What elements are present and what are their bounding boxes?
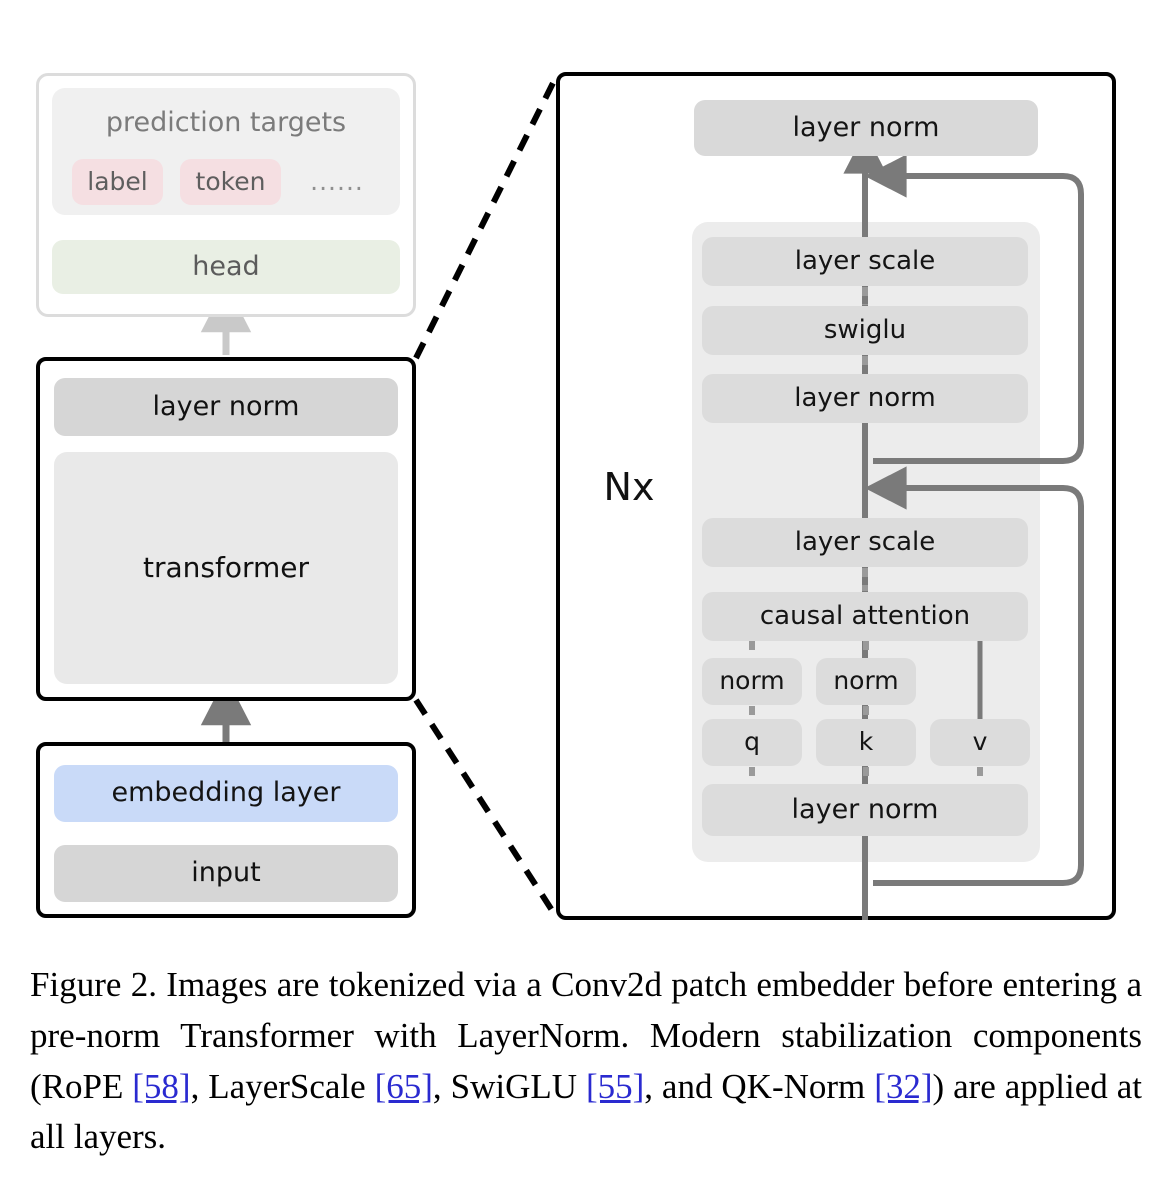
caption-text-3: , SwiGLU [432,1066,586,1106]
output-layer-norm-block[interactable]: layer norm [694,100,1038,156]
repeat-count-label: Nx [603,465,655,509]
reference-58[interactable]: [58] [132,1066,191,1106]
embedding-layer-block[interactable]: embedding layer [54,765,398,822]
final-layer-norm-block[interactable]: layer norm [54,378,398,436]
target-chip-label[interactable]: label [72,159,163,205]
caption-text-1: Images are tokenized via a Conv2d patch … [30,965,1142,1106]
caption-label: Figure 2. [30,965,157,1004]
k-projection-block[interactable]: k [816,719,916,766]
head-block[interactable]: head [52,240,400,294]
transformer-block[interactable]: transformer [54,452,398,684]
mlp-layer-scale-block[interactable]: layer scale [702,237,1028,286]
zoom-guide-top [413,73,560,360]
caption-text-2: , LayerScale [190,1066,375,1106]
zoom-guide-bottom [413,698,560,920]
swiglu-block[interactable]: swiglu [702,306,1028,355]
target-ellipsis: ...... [310,166,364,196]
caption-text-4: , and QK-Norm [644,1066,875,1106]
q-norm-block[interactable]: norm [702,658,802,705]
attention-layer-scale-block[interactable]: layer scale [702,518,1028,567]
reference-32[interactable]: [32] [874,1066,933,1106]
mlp-layer-norm-block[interactable]: layer norm [702,374,1028,423]
caption-text-5: ) are applied at all layers. [30,1066,1142,1157]
reference-65[interactable]: [65] [374,1066,433,1106]
causal-attention-block[interactable]: causal attention [702,592,1028,641]
q-projection-block[interactable]: q [702,719,802,766]
k-norm-block[interactable]: norm [816,658,916,705]
attention-input-layer-norm-block[interactable]: layer norm [702,784,1028,836]
input-block[interactable]: input [54,845,398,902]
prediction-targets-title: prediction targets [105,106,347,138]
reference-55[interactable]: [55] [585,1066,645,1106]
target-chip-token[interactable]: token [180,159,281,205]
v-projection-block[interactable]: v [930,719,1030,766]
figure-caption: Figure 2. Images are tokenized via a Con… [30,960,1142,1163]
